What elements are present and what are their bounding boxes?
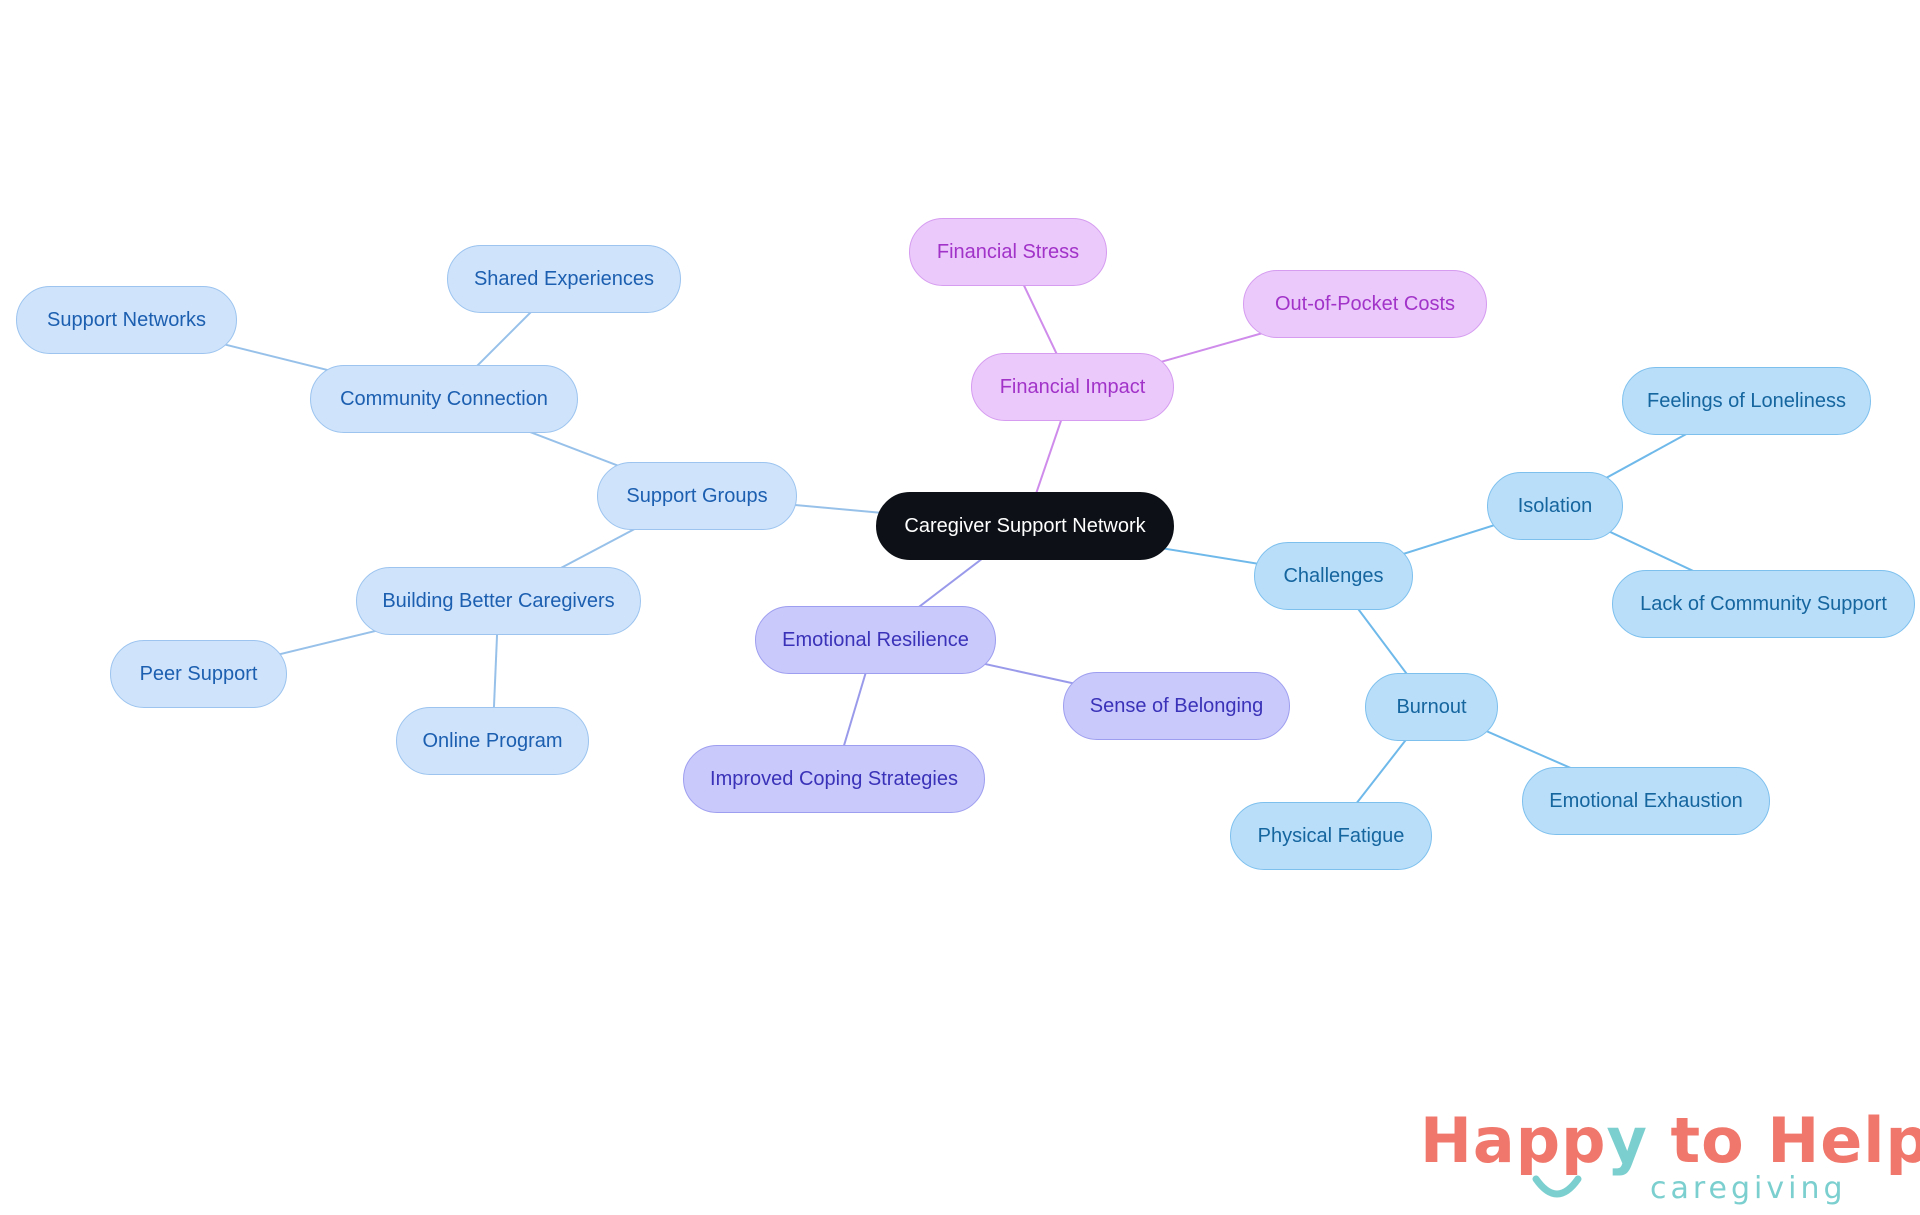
node-label: Improved Coping Strategies — [710, 767, 958, 790]
node-label: Community Connection — [340, 387, 548, 410]
node-label: Support Groups — [626, 484, 768, 507]
node-label: Support Networks — [47, 308, 206, 331]
node-financial-impact: Financial Impact — [971, 353, 1174, 421]
node-out-of-pocket: Out-of-Pocket Costs — [1243, 270, 1487, 338]
logo-tagline: caregiving — [1650, 1171, 1847, 1206]
node-label: Peer Support — [139, 662, 258, 685]
node-label: Caregiver Support Network — [904, 514, 1146, 537]
node-support-networks: Support Networks — [16, 286, 237, 354]
node-financial-stress: Financial Stress — [909, 218, 1107, 286]
node-label: Shared Experiences — [473, 267, 655, 290]
node-sense-belonging: Sense of Belonging — [1063, 672, 1290, 740]
node-label: Isolation — [1517, 494, 1593, 517]
logo-word-part2: y — [1606, 1104, 1648, 1177]
node-peer-support: Peer Support — [110, 640, 287, 708]
node-lack-community: Lack of Community Support — [1612, 570, 1915, 638]
node-label: Financial Stress — [936, 240, 1080, 263]
node-center: Caregiver Support Network — [876, 492, 1174, 560]
node-isolation: Isolation — [1487, 472, 1623, 540]
node-label: Sense of Belonging — [1089, 694, 1264, 717]
node-community-connection: Community Connection — [310, 365, 578, 433]
logo-wordmark: Happy to Help — [1420, 1105, 1920, 1177]
node-challenges: Challenges — [1254, 542, 1413, 610]
node-label: Challenges — [1283, 564, 1384, 587]
node-label: Feelings of Loneliness — [1646, 389, 1846, 412]
node-label: Physical Fatigue — [1257, 824, 1405, 847]
node-coping-strategies: Improved Coping Strategies — [683, 745, 985, 813]
node-label: Building Better Caregivers — [382, 589, 615, 612]
logo-word-part3: to Help — [1647, 1104, 1920, 1177]
node-building-better: Building Better Caregivers — [356, 567, 641, 635]
node-shared-experiences: Shared Experiences — [447, 245, 681, 313]
node-label: Lack of Community Support — [1640, 592, 1887, 615]
node-burnout: Burnout — [1365, 673, 1498, 741]
node-emotional-exhaustion: Emotional Exhaustion — [1522, 767, 1770, 835]
node-loneliness: Feelings of Loneliness — [1622, 367, 1871, 435]
smile-icon — [1532, 1175, 1582, 1198]
node-online-program: Online Program — [396, 707, 589, 775]
node-emotional-resilience: Emotional Resilience — [755, 606, 996, 674]
node-label: Financial Impact — [999, 375, 1146, 398]
node-label: Burnout — [1396, 695, 1467, 718]
logo-word-part1: Happ — [1420, 1104, 1607, 1177]
node-label: Emotional Resilience — [782, 628, 969, 651]
node-label: Emotional Exhaustion — [1549, 789, 1743, 812]
happy-to-help-logo: Happy to Help caregiving — [1420, 1105, 1920, 1215]
node-label: Online Program — [422, 729, 563, 752]
node-support-groups: Support Groups — [597, 462, 797, 530]
node-physical-fatigue: Physical Fatigue — [1230, 802, 1432, 870]
node-label: Out-of-Pocket Costs — [1274, 292, 1456, 315]
